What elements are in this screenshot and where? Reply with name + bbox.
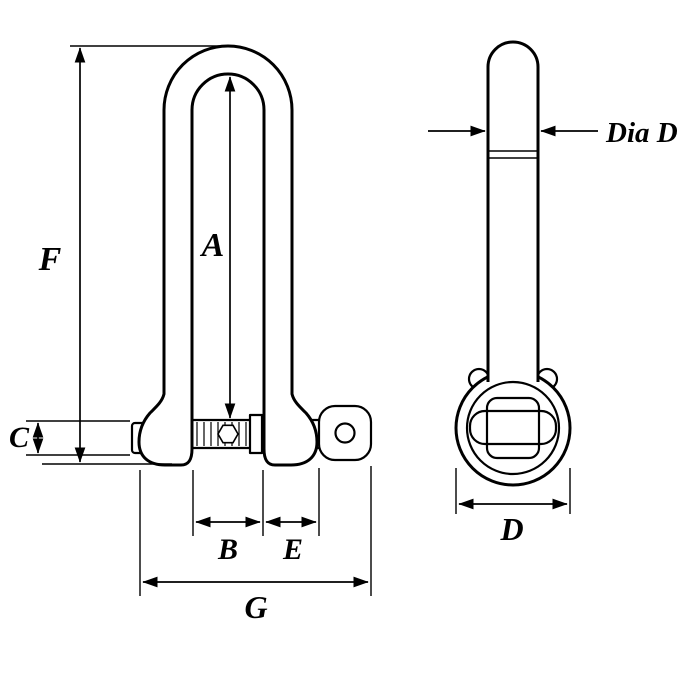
shank-outline [486, 40, 540, 382]
pin-eye-hole [334, 422, 356, 444]
dim-e-label: E [282, 533, 303, 566]
shank-fill [488, 42, 538, 382]
dim-g-label: G [244, 589, 267, 625]
dim-c-label: C [9, 421, 30, 454]
side-view: Dia D D [428, 40, 678, 547]
front-view: F A C B [9, 44, 373, 625]
dimension-e: E [265, 468, 320, 566]
pin-flange [248, 413, 264, 455]
dimension-g: G [139, 466, 372, 625]
dimension-a: A [200, 76, 236, 419]
eye-slot-outline [485, 396, 541, 460]
dim-a-label: A [200, 227, 225, 264]
dim-diad-label: Dia D [605, 117, 678, 149]
eye-inner-circle [465, 380, 561, 476]
shackle-body [137, 44, 319, 467]
pin-brand-stamp [217, 424, 239, 444]
pin-cross-section [468, 409, 558, 446]
dimension-d: D [455, 468, 571, 547]
dim-d-label: D [499, 511, 523, 547]
dim-b-label: B [217, 533, 238, 566]
dim-f-label: F [38, 241, 62, 278]
dimension-f: F [38, 45, 235, 465]
dimension-dia-d: Dia D [428, 117, 678, 149]
dimension-b: B [192, 470, 264, 566]
dimension-c: C [9, 420, 130, 456]
